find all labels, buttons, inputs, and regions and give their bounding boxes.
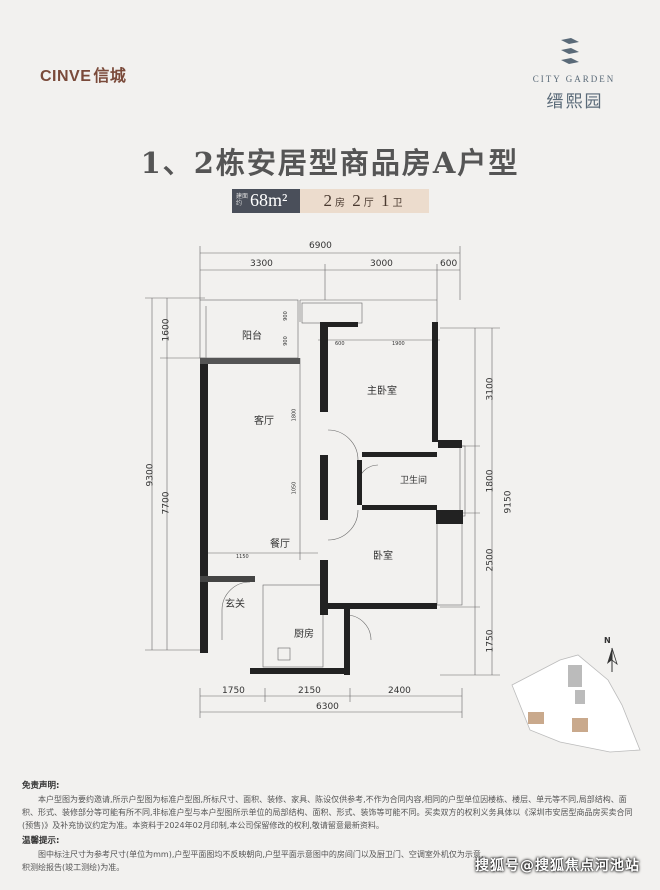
area-label: 建面约 <box>236 193 249 207</box>
dim-inner-3: 1900 <box>392 341 405 347</box>
room-label-entry: 玄关 <box>225 599 245 610</box>
dim-right-a: 3100 <box>485 377 496 401</box>
rooms-count: 2 <box>323 191 333 210</box>
site-map-thumbnail <box>511 654 641 753</box>
tips-heading: 温馨提示: <box>22 836 60 846</box>
dim-right-d: 1750 <box>485 629 496 653</box>
disclaimer-section: 免责声明: 本户型图为要约邀请,所示户型图为标准户型图,所标尺寸、面积、装修、家… <box>22 780 642 874</box>
dim-inner-4: 1150 <box>236 554 249 560</box>
dim-inner-1: 900 <box>282 311 289 321</box>
room-label-bath: 卫生间 <box>400 476 428 486</box>
room-label-living: 客厅 <box>254 416 274 427</box>
dim-inner-7: 900 <box>282 336 289 346</box>
tips-body-continued: 积测绘报告(竣工测绘)为准。 <box>22 863 125 872</box>
page-title: 1、2栋安居型商品房A户型 <box>140 146 520 180</box>
watermark: 搜狐号@搜狐焦点河池站 <box>475 858 640 874</box>
baths-count: 1 <box>381 191 390 210</box>
dim-inner-6: 1050 <box>291 481 298 495</box>
disclaimer-body: 本户型图为要约邀请,所示户型图为标准户型图,所标尺寸、面积、装修、家具、陈设仅供… <box>22 795 633 830</box>
dim-top-a: 3300 <box>250 259 273 269</box>
city-garden-emblem-icon <box>561 38 579 64</box>
city-garden-chinese-name: 缙熙园 <box>546 92 604 112</box>
dim-inner-5: 1800 <box>291 408 298 422</box>
dim-left-total: 9300 <box>145 463 156 487</box>
dim-right-c: 2500 <box>485 548 496 572</box>
compass-north-label: N <box>604 636 611 645</box>
room-label-balcony: 阳台 <box>242 331 262 342</box>
dim-top-total: 6900 <box>309 241 332 251</box>
dim-bottom-c: 2400 <box>388 686 411 696</box>
compass-icon <box>607 647 618 672</box>
room-label-kitchen: 厨房 <box>294 629 314 640</box>
rooms-label: 房 <box>335 198 345 209</box>
dim-right-total: 9150 <box>503 490 514 514</box>
halls-label: 厅 <box>363 198 374 209</box>
dim-right-b: 1800 <box>485 469 496 493</box>
room-label-bedroom: 卧室 <box>373 551 393 562</box>
dim-bottom-a: 1750 <box>222 686 245 696</box>
dim-top-c: 600 <box>440 259 458 269</box>
dim-top-b: 3000 <box>370 259 393 269</box>
baths-label: 卫 <box>392 198 403 209</box>
room-label-master: 主卧室 <box>367 386 397 397</box>
area-unit: m² <box>268 190 288 210</box>
dim-inner-2: 600 <box>335 341 345 347</box>
dim-bottom-total: 6300 <box>316 702 339 712</box>
area-value: 68 <box>250 190 268 210</box>
room-label-dining: 餐厅 <box>270 539 290 550</box>
city-garden-english-name: CITY GARDEN <box>532 74 616 84</box>
dim-left-a: 1600 <box>161 318 172 342</box>
disclaimer-heading: 免责声明: <box>22 781 60 791</box>
dim-bottom-b: 2150 <box>298 686 321 696</box>
halls-count: 2 <box>352 191 361 210</box>
dim-left-b: 7700 <box>161 491 172 515</box>
tips-body: 图中标注尺寸为参考尺寸(单位为mm),户型平面图均不反映朝向,户型平面示意图中的… <box>38 850 484 859</box>
